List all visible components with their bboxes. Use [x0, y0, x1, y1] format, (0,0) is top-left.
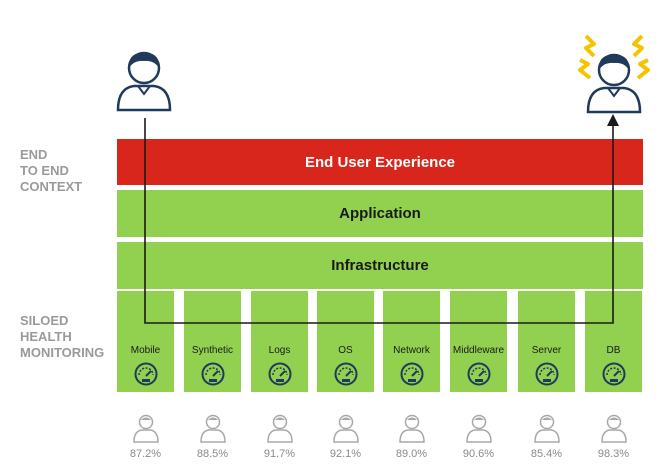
gauge-icon: [334, 362, 358, 386]
siloed-health-monitoring-label: SILOED HEALTH MONITORING: [20, 313, 105, 360]
frustrated-user-icon: [578, 34, 650, 114]
user-icon: [267, 414, 293, 443]
gauge-icon: [201, 362, 225, 386]
end-user-experience-layer: End User Experience: [117, 139, 643, 185]
silo-label: OS: [338, 345, 353, 356]
silo-label: Network: [393, 345, 430, 356]
gauge-icon: [535, 362, 559, 386]
user-icon: [333, 414, 359, 443]
silo-synthetic: Synthetic: [184, 291, 241, 392]
infrastructure-layer: Infrastructure: [117, 242, 643, 289]
silo-percentage: 88.5%: [196, 448, 229, 460]
silo-label: Logs: [268, 345, 291, 356]
silo-percentage: 89.0%: [395, 448, 428, 460]
silo-label: Server: [531, 345, 562, 356]
silo-percentage: 90.6%: [462, 448, 495, 460]
silo-label: DB: [606, 345, 621, 356]
user-icon: [466, 414, 492, 443]
silo-percentage: 91.7%: [263, 448, 296, 460]
user-icon: [200, 414, 226, 443]
silo-percentage: 85.4%: [530, 448, 563, 460]
silo-label: Mobile: [130, 345, 161, 356]
silo-middleware: Middleware: [450, 291, 507, 392]
end-to-end-context-label: END TO END CONTEXT: [20, 147, 83, 194]
application-layer: Application: [117, 190, 643, 237]
gauge-icon: [467, 362, 491, 386]
silo-label: Middleware: [452, 345, 505, 356]
user-icon-left: [116, 51, 172, 112]
gauge-icon: [602, 362, 626, 386]
user-icon: [133, 414, 159, 443]
silo-percentage: 98.3%: [597, 448, 630, 460]
gauge-icon: [400, 362, 424, 386]
silo-server: Server: [518, 291, 575, 392]
silo-os: OS: [317, 291, 374, 392]
silo-percentage: 87.2%: [129, 448, 162, 460]
user-icon: [534, 414, 560, 443]
gauge-icon: [268, 362, 292, 386]
user-icon: [601, 414, 627, 443]
silo-label: Synthetic: [191, 345, 234, 356]
gauge-icon: [134, 362, 158, 386]
user-icon: [399, 414, 425, 443]
silo-network: Network: [383, 291, 440, 392]
silo-percentage: 92.1%: [329, 448, 362, 460]
silo-logs: Logs: [251, 291, 308, 392]
